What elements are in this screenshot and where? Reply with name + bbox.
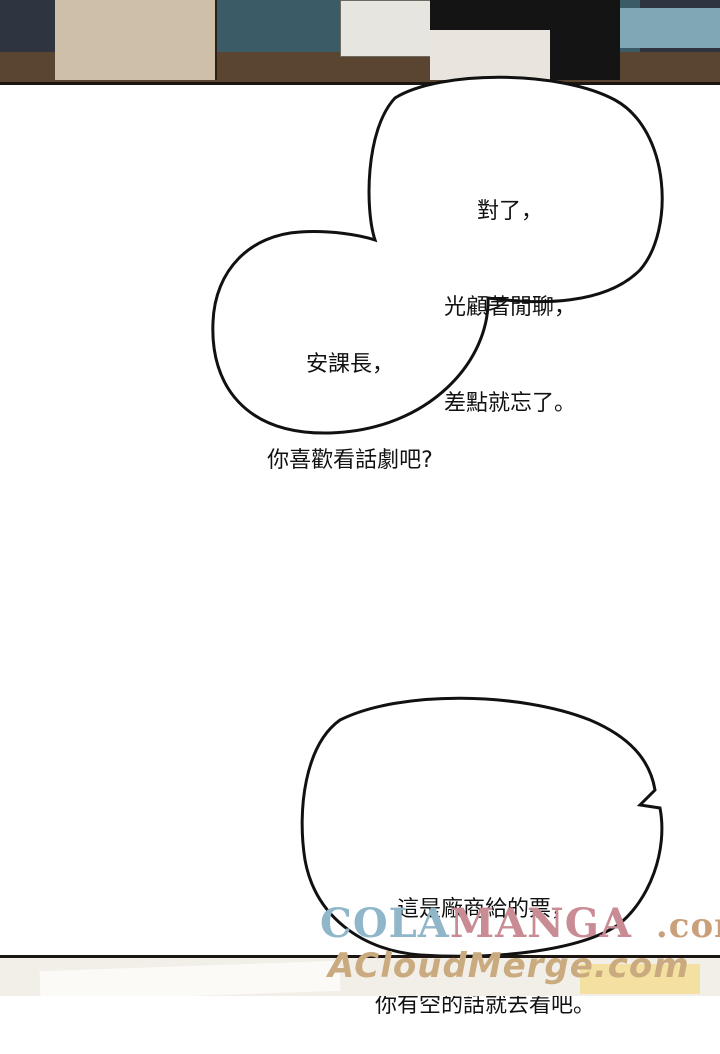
dialogue-line: 安課長， bbox=[305, 352, 394, 377]
top-comic-panel bbox=[0, 0, 720, 85]
dialogue-middle: 安課長， 你喜歡看話劇吧? bbox=[240, 285, 460, 509]
watermark-manga: MANGA bbox=[449, 900, 632, 947]
speech-bubbles-layer bbox=[211, 75, 664, 958]
paper-stack bbox=[340, 0, 432, 57]
dialogue-line: 光顧著閒聊， bbox=[443, 295, 576, 320]
paper-sheet bbox=[39, 960, 341, 996]
watermark-com: .com bbox=[655, 906, 720, 946]
speech-bubble-lower bbox=[300, 696, 664, 958]
dialogue-line: 你喜歡看話劇吧? bbox=[267, 448, 433, 473]
character-left-figure bbox=[55, 0, 217, 80]
floor-rug bbox=[612, 8, 720, 48]
speech-bubble-upper bbox=[211, 75, 664, 435]
dialogue-line: 這是廠商給的票， bbox=[396, 897, 573, 922]
watermark-cola: COLA bbox=[320, 900, 450, 947]
dialogue-line: 對了， bbox=[476, 199, 543, 224]
watermark-line-2: ACloudMerge.com bbox=[328, 946, 690, 986]
yellow-folder bbox=[580, 964, 700, 994]
dialogue-line: 差點就忘了。 bbox=[443, 391, 576, 416]
watermark: COLAMANGA .com ACloudMerge.com bbox=[320, 900, 720, 993]
watermark-line-1: COLAMANGA .com bbox=[320, 900, 720, 947]
dialogue-top: 對了， 光顧著閒聊， 差點就忘了。 bbox=[430, 132, 590, 452]
character-right-pants bbox=[430, 30, 550, 80]
bottom-comic-panel bbox=[0, 955, 720, 996]
